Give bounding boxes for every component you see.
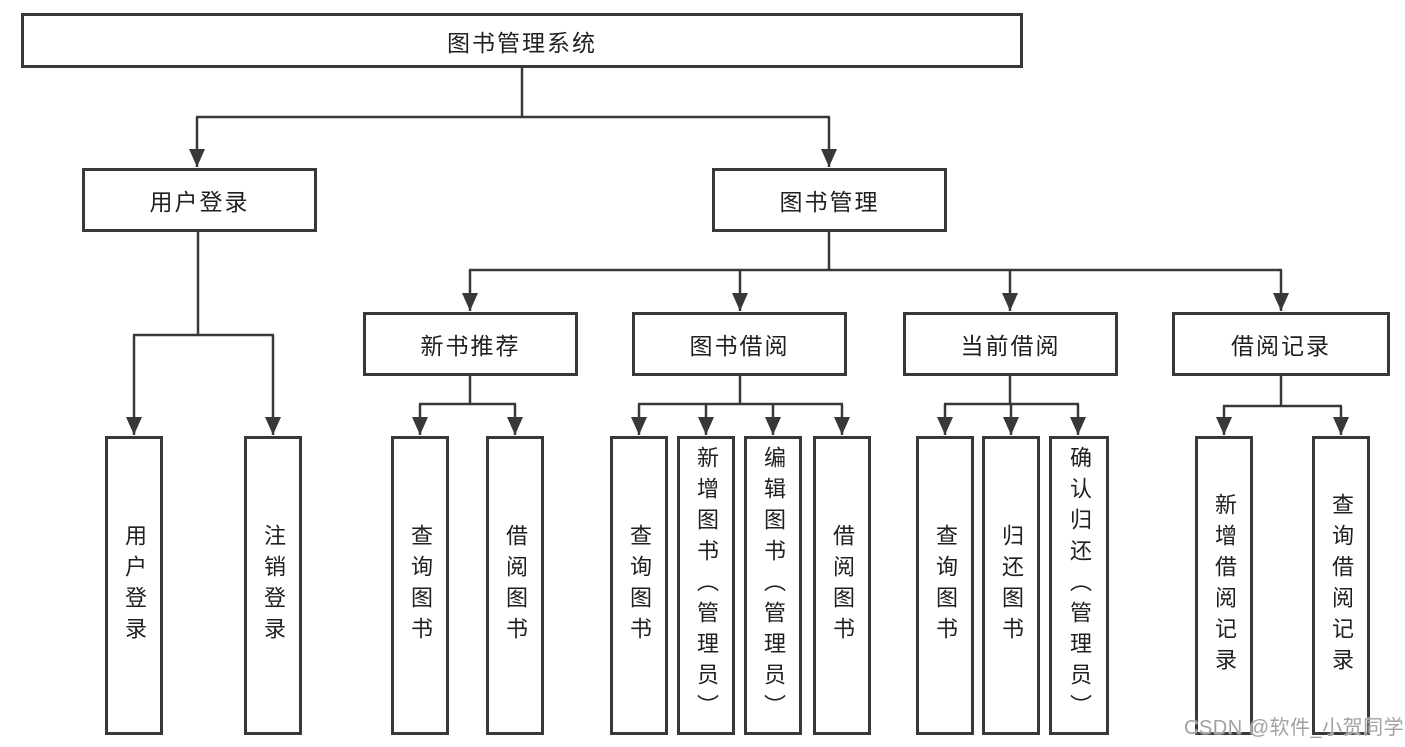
node-book-borrowing: 图书借阅 — [632, 312, 847, 376]
leaf-logout: 注销登录 — [244, 436, 302, 735]
leaf-add-books-admin: 新增图书（管理员） — [677, 436, 735, 735]
node-label: 当前借阅 — [960, 333, 1061, 359]
node-label: 借阅记录 — [1231, 333, 1331, 359]
node-new-book-recommendation: 新书推荐 — [363, 312, 578, 376]
leaf-label: 新增图书（管理员） — [694, 446, 719, 725]
node-label: 图书管理 — [779, 189, 880, 215]
leaf-edit-books-admin: 编辑图书（管理员） — [744, 436, 802, 735]
leaf-label: 借阅图书 — [830, 523, 855, 648]
node-label: 新书推荐 — [420, 333, 521, 359]
leaf-return-books: 归还图书 — [982, 436, 1040, 735]
leaf-label: 确认归还（管理员） — [1067, 446, 1092, 725]
leaf-borrow-books-2: 借阅图书 — [813, 436, 871, 735]
leaf-query-books-2: 查询图书 — [610, 436, 668, 735]
csdn-watermark: CSDN @软件_小贺同学 — [1184, 717, 1405, 739]
leaf-label: 查询图书 — [408, 523, 433, 648]
leaf-user-login: 用户登录 — [105, 436, 163, 735]
leaf-query-books-3: 查询图书 — [916, 436, 974, 735]
leaf-confirm-return-admin: 确认归还（管理员） — [1049, 436, 1109, 735]
node-label: 用户登录 — [149, 189, 250, 215]
node-book-management: 图书管理 — [712, 168, 947, 232]
leaf-label: 用户登录 — [122, 523, 147, 648]
leaf-label: 编辑图书（管理员） — [761, 446, 786, 725]
leaf-label: 借阅图书 — [503, 523, 528, 648]
node-current-borrowing: 当前借阅 — [903, 312, 1118, 376]
node-borrowing-records: 借阅记录 — [1172, 312, 1390, 376]
leaf-label: 查询图书 — [627, 523, 652, 648]
leaf-label: 查询图书 — [933, 523, 958, 648]
leaf-label: 注销登录 — [261, 523, 286, 648]
node-label: 图书管理系统 — [447, 29, 597, 56]
leaf-label: 归还图书 — [999, 523, 1024, 648]
leaf-query-borrow-record: 查询借阅记录 — [1312, 436, 1370, 735]
leaf-add-borrow-record: 新增借阅记录 — [1195, 436, 1253, 735]
leaf-query-books-1: 查询图书 — [391, 436, 449, 735]
node-user-login: 用户登录 — [82, 168, 317, 232]
node-label: 图书借阅 — [689, 333, 790, 359]
leaf-label: 新增借阅记录 — [1212, 492, 1237, 679]
leaf-label: 查询借阅记录 — [1329, 492, 1354, 679]
node-library-management-system: 图书管理系统 — [21, 13, 1023, 68]
leaf-borrow-books-1: 借阅图书 — [486, 436, 544, 735]
